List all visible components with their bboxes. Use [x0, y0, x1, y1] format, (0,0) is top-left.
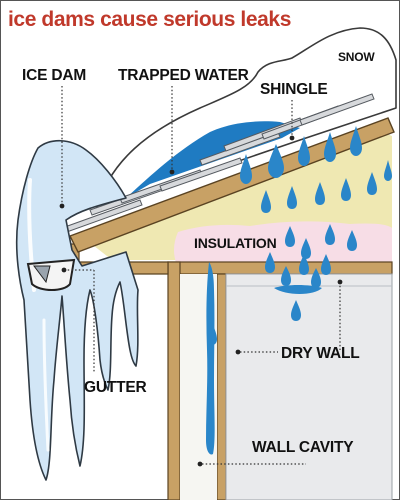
water-drop: [268, 144, 284, 178]
leader-lines: [59, 86, 343, 467]
water-drop: [261, 190, 271, 213]
attic-drips: [240, 126, 392, 288]
water-drop: [301, 238, 311, 259]
water-drop: [325, 224, 335, 245]
gutter-lip: [33, 265, 51, 284]
roof-deck: [69, 117, 395, 253]
water-drop: [285, 226, 295, 247]
water-drop: [298, 136, 310, 166]
leader-dot-trapped-water: [169, 169, 175, 175]
cavity-water-streak: [206, 262, 215, 455]
ceiling-puddle: [274, 285, 322, 294]
shingles: [61, 93, 375, 234]
label-snow: SNOW: [338, 50, 375, 64]
water-drop: [281, 266, 291, 286]
leader-dot-ice-dam: [59, 203, 65, 209]
water-drop: [291, 300, 301, 321]
drywall: [225, 273, 393, 500]
leader-dot-dry-wall: [235, 349, 241, 355]
label-ice-dam: ICE DAM: [22, 67, 86, 84]
water-drop: [350, 126, 362, 156]
water-drop: [240, 154, 252, 184]
water-drop: [287, 186, 297, 209]
water-drop: [341, 178, 351, 201]
leader-dot-drywall-top: [337, 279, 343, 285]
label-dry-wall: DRY WALL: [281, 345, 359, 362]
label-trapped-water: TRAPPED WATER: [118, 67, 249, 84]
gutter: [26, 258, 76, 291]
water-drop: [321, 254, 331, 275]
water-drop: [311, 268, 321, 288]
water-drop: [315, 182, 325, 205]
water-drop: [367, 172, 377, 195]
top-plate: [167, 261, 393, 275]
water-drop: [347, 230, 357, 251]
page-title: ice dams cause serious leaks: [8, 8, 291, 31]
left-stud: [167, 261, 181, 500]
leader-dot-shingle: [289, 135, 295, 141]
label-gutter: GUTTER: [84, 379, 147, 396]
right-stud: [216, 273, 227, 500]
leader-dot-wall-cavity: [197, 461, 203, 467]
water-drop: [384, 160, 392, 181]
water-drop: [265, 252, 275, 273]
insulation-batt: [174, 221, 392, 268]
label-insulation: INSULATION: [194, 235, 277, 251]
ice-highlight-2: [42, 318, 50, 452]
water-drop: [299, 254, 309, 275]
water-drop: [324, 132, 336, 162]
leader-dot-gutter: [61, 267, 67, 273]
label-shingle: SHINGLE: [260, 81, 328, 98]
water-drop: [207, 322, 217, 345]
drywall-drips: [291, 300, 301, 321]
label-wall-cavity: WALL CAVITY: [252, 439, 354, 456]
